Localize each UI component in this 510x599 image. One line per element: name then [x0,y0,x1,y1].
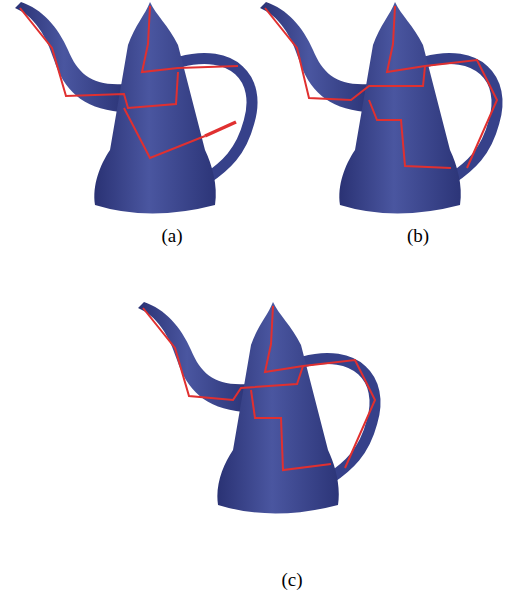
segment-boundary [124,108,205,158]
teapot-c [138,302,375,514]
subfigure-label: (a) [161,225,182,247]
teapot-mesh [260,2,497,214]
subfigure-label: (b) [407,225,429,247]
segment-boundary [265,8,425,100]
segment-boundary [205,122,236,136]
segment-boundary [142,6,238,72]
teapot-a [15,2,252,214]
teapot-mesh [15,2,252,214]
teapot-mesh [138,302,375,514]
segment-boundary [20,8,178,108]
segment-boundary [369,100,451,168]
subfigure-label: (c) [281,569,302,591]
teapot-b [260,2,497,214]
segment-boundary [143,308,303,400]
segment-boundary [251,390,331,470]
